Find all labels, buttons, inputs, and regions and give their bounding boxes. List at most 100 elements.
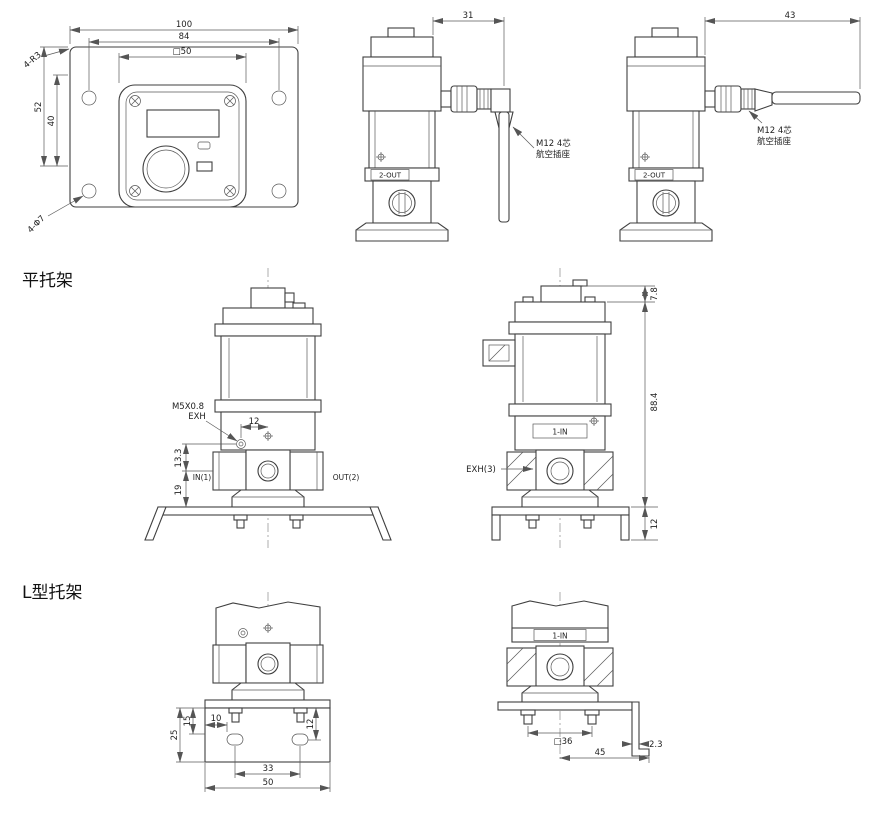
exh-screw-hole [236,439,246,449]
center-mark-icon [589,416,599,426]
dim-10: 10 [211,714,222,724]
mount-hole [271,183,287,199]
section-title-flat-bracket: 平托架 [22,271,73,291]
exh-screw-hole [238,628,248,638]
port-label-2out: 2-OUT [379,172,402,180]
lower-body [372,180,432,224]
mount-bolts [233,514,304,529]
top-cap [634,36,698,58]
mount-hole [271,90,287,106]
dim-88-4: 88.4 [650,393,660,412]
label-m5x08: M5X0.8 [172,402,204,412]
port-label-in1: IN(1) [193,473,212,482]
dim-100: 100 [176,20,192,30]
slot-hole [291,733,309,746]
dim-15: 15 [183,716,193,727]
cable-elbow [490,88,511,113]
base-flange [619,222,713,242]
center-mark-icon [263,431,273,441]
label-4r3: 4-R3 [22,50,44,70]
upper-body [362,56,442,112]
l-bracket-top [204,699,331,709]
dim-12: 12 [249,417,260,427]
base-flange [355,222,449,242]
dim-sq50: □50 [173,47,192,57]
mount-hole [81,183,97,199]
lcd-display [146,109,220,138]
dim-84: 84 [179,32,190,42]
top-cap [370,36,434,58]
cable [771,91,861,105]
base [231,489,305,508]
mid-body [368,110,436,169]
view-side-flat-mounted: 1-IN EXH(3) [466,268,660,548]
upper-body [626,56,706,112]
dim-2-3: 2.3 [649,740,663,750]
m12-label-line1: M12 4芯 [757,125,792,136]
dim-25: 25 [170,730,180,741]
l-bracket-leg [631,701,650,757]
m12-connector [704,85,861,113]
flat-bracket-plate [157,506,379,516]
dim-45: 45 [595,748,606,758]
top-cap [250,287,286,309]
dims-side-cable-down: 31 M12 4芯 航空插座 [432,11,571,160]
connector-row [222,307,314,325]
dim-12: 12 [650,519,660,530]
port-label-1in: 1-IN [552,632,567,641]
center-mark-icon [640,152,650,162]
cable [498,111,510,223]
dim-40: 40 [47,116,57,127]
port-label-1in: 1-IN [552,428,567,437]
mount-bolts [520,709,600,725]
bracket-flange [620,514,630,541]
bracket-flange-left [144,506,167,541]
m12-label-line2: 航空插座 [536,149,571,160]
m12-label-line1: M12 4芯 [536,138,571,149]
bracket-flange [491,514,501,541]
dims-front-flat-mounted: M5X0.8 EXH 12 13.3 19 IN(1) OUT(2) [172,402,360,508]
flat-bracket-plate [491,506,630,516]
mount-hole [81,90,97,106]
label-exh3: EXH(3) [466,465,496,475]
l-bracket-top [497,701,633,711]
m12-connector [440,85,514,223]
mid-body [632,110,700,169]
base [521,685,599,703]
dim-12: 12 [306,719,316,730]
section-title-l-bracket: L型托架 [22,583,82,603]
dim-33: 33 [263,764,274,774]
m12-label-line2: 航空插座 [757,136,792,147]
slot-hole [226,733,244,746]
m12-socket-side [482,339,516,367]
dims-side-l-mounted: □36 45 2.3 [527,726,663,763]
dim-43: 43 [785,11,796,21]
view-side-cable-down: 2-OUT 31 M12 4 [355,11,571,242]
label-exh: EXH [188,412,206,422]
in-port [546,457,574,485]
dim-52: 52 [34,102,44,113]
port-label-out2: OUT(2) [333,473,360,482]
l-bracket-face [204,707,331,763]
dims-side-flat-mounted: EXH(3) 7.8 88.4 12 [466,285,660,541]
view-side-cable-right: 2-OUT 43 M12 4芯 [619,11,861,242]
dims-side-cable-right: 43 M12 4芯 航空插座 [704,11,861,147]
main-body [514,333,606,405]
set-button [196,161,213,172]
base [231,682,305,701]
port-label-2out: 2-OUT [643,172,666,180]
dims-front-l-mounted: 15 25 10 12 33 50 [170,707,331,792]
mount-bolts [525,514,595,529]
out-port-boss [289,451,324,491]
view-flat-bracket-front: 100 84 □50 4-R3 52 40 4-Φ7 [22,20,299,235]
gauge-port [257,460,279,482]
dim-50: 50 [263,778,274,788]
view-front-l-mounted: 15 25 10 12 33 50 [170,592,331,792]
out-port [388,189,416,217]
dim-sq36: □36 [554,737,573,747]
view-side-l-mounted: 1-IN □36 45 [497,592,663,763]
corner-screws [129,95,236,197]
dim-7-8: 7.8 [650,287,660,301]
